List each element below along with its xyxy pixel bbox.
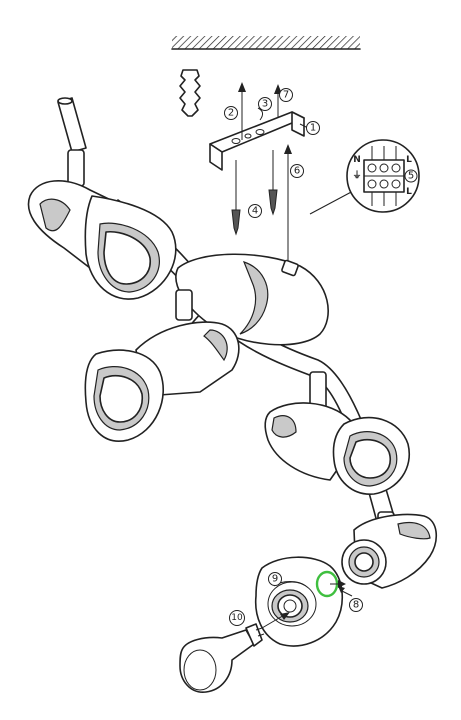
svg-text:6: 6	[294, 166, 300, 177]
callout-5: 5	[408, 171, 414, 182]
spotlight-1	[27, 97, 177, 300]
wiring-terminal-detail: N L ⏚ L 5	[309, 139, 420, 215]
reflector-bulb	[179, 612, 290, 693]
terminal-n-label: N	[353, 155, 361, 165]
svg-text:3: 3	[262, 99, 268, 110]
svg-text:1: 1	[310, 123, 316, 134]
svg-text:10: 10	[231, 613, 243, 623]
wall-plug	[179, 69, 201, 117]
spotlight-2	[84, 289, 240, 442]
callout-8: 8	[349, 598, 363, 612]
callout-7: 7	[279, 88, 293, 102]
callout-1: 1	[306, 121, 320, 135]
ground-icon: ⏚	[352, 170, 361, 181]
spotlight-3	[264, 371, 411, 495]
callout-3: 3	[258, 97, 272, 111]
callout-4: 4	[248, 204, 262, 218]
svg-text:9: 9	[272, 574, 278, 585]
svg-text:7: 7	[283, 90, 289, 101]
terminal-l-bottom-label: L	[406, 187, 412, 197]
spotlight-4-exploded	[254, 511, 437, 647]
screws	[231, 150, 278, 236]
ceiling	[171, 36, 361, 50]
callout-9: 9	[268, 572, 282, 586]
mounting-bracket	[209, 111, 305, 171]
svg-text:4: 4	[252, 206, 258, 217]
callout-10: 10	[229, 610, 245, 626]
terminal-l-top-label: L	[406, 155, 412, 165]
callout-6: 6	[290, 164, 304, 178]
svg-text:8: 8	[353, 600, 359, 611]
svg-text:2: 2	[228, 108, 234, 119]
callout-2: 2	[224, 106, 238, 120]
callouts: 1 2 3 4 6 7 8 9	[224, 88, 363, 626]
